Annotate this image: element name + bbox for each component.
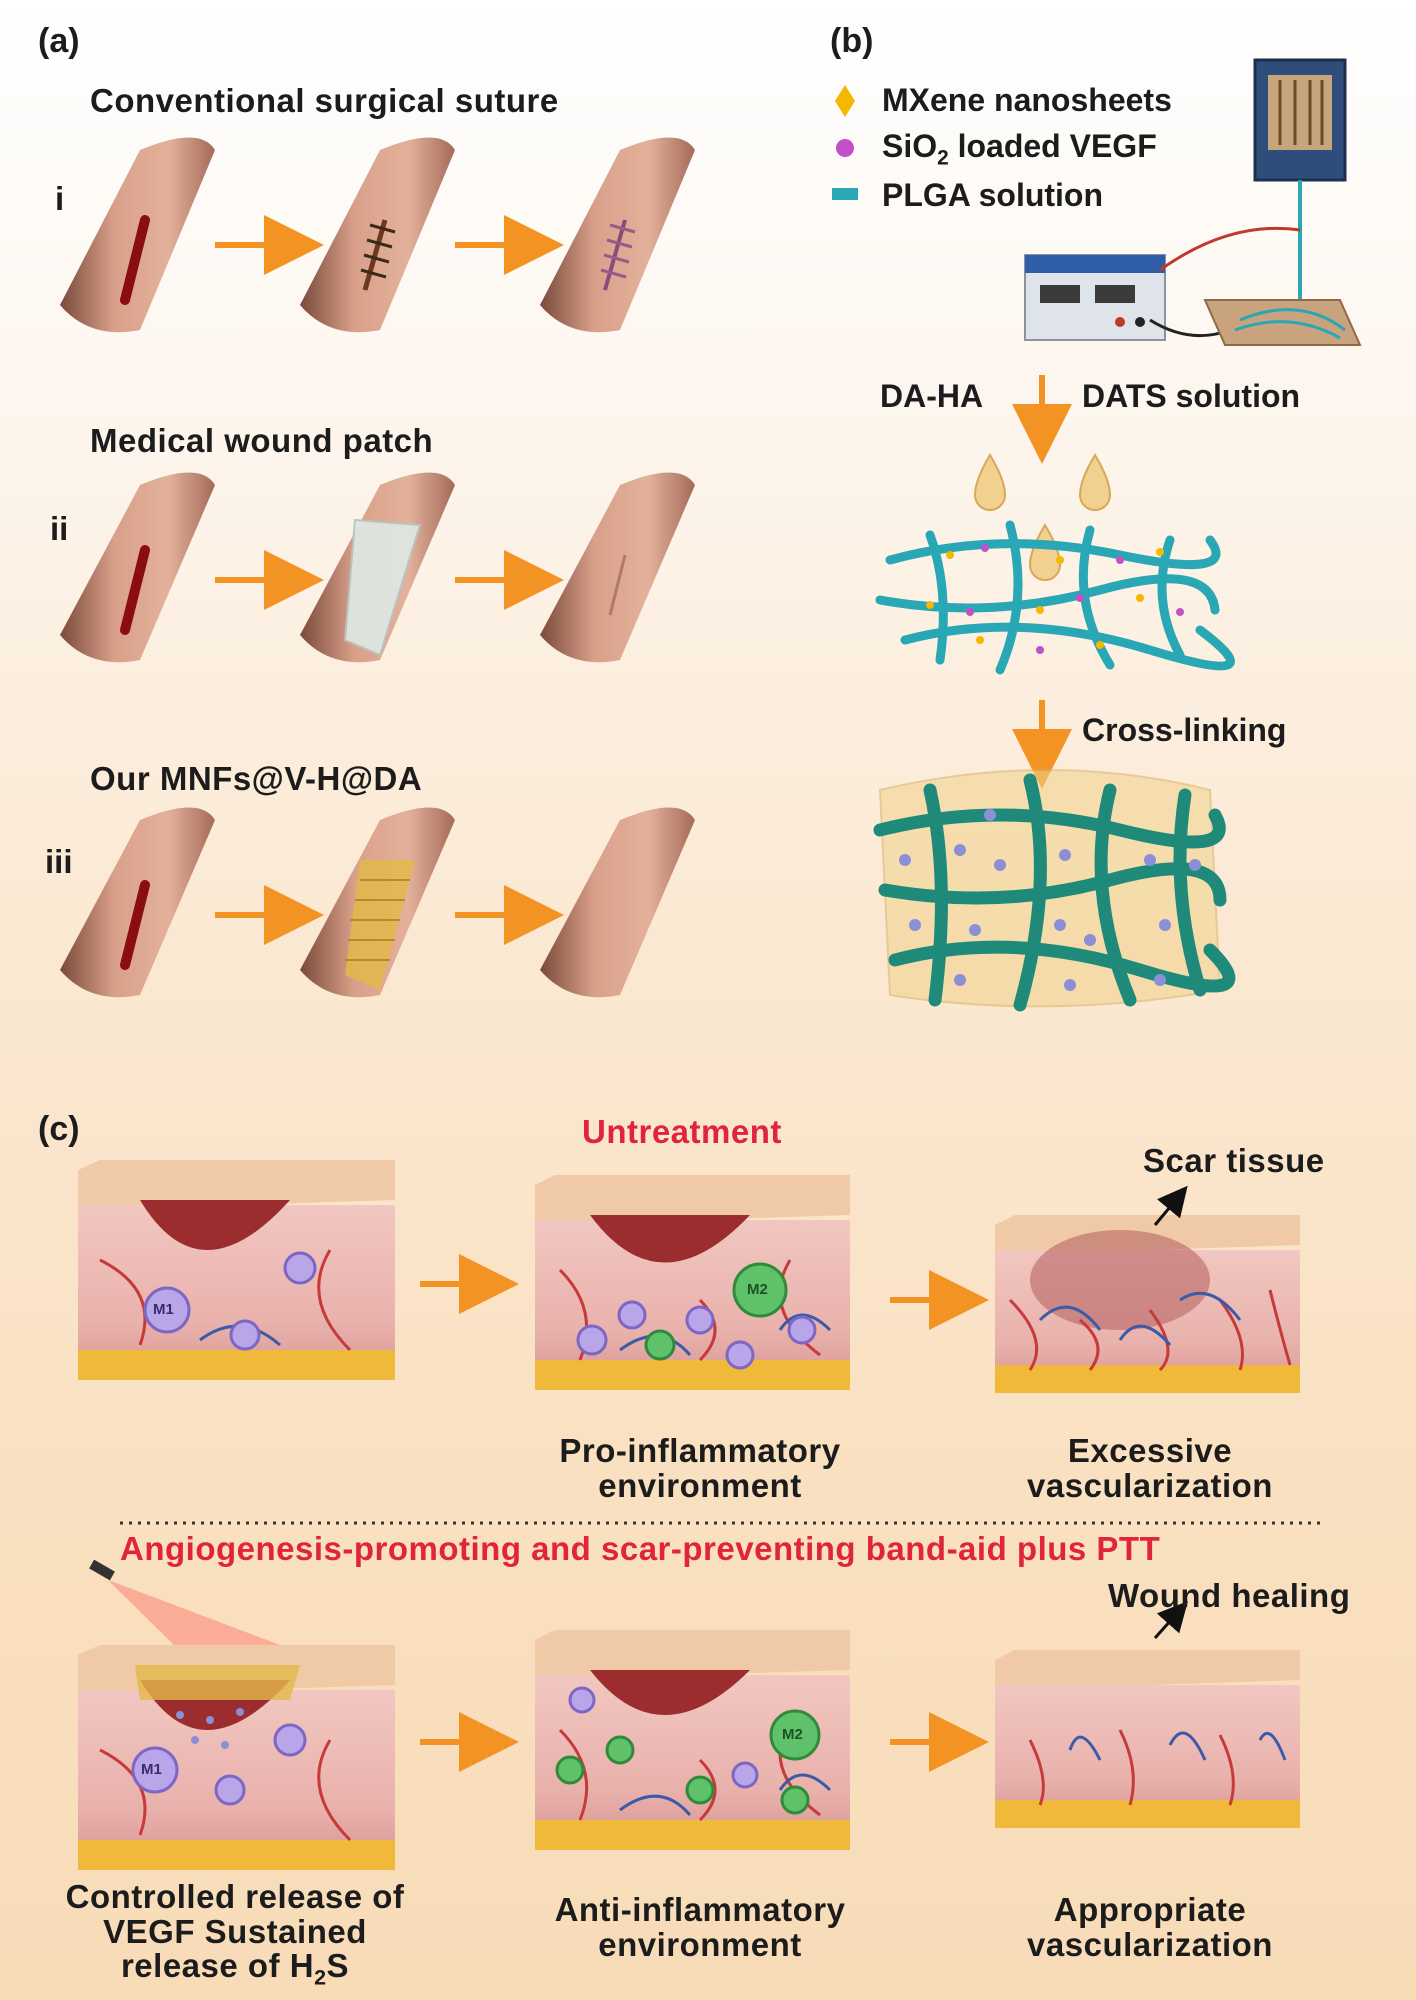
m1-label: M1 [153, 1301, 174, 1318]
row-2-roman: ii [50, 510, 69, 547]
m1-macrophage-icon [568, 1686, 596, 1714]
arm-healed-icon [540, 807, 695, 998]
wound-healing-pointer [1153, 1601, 1188, 1639]
m1-macrophage-icon [617, 1300, 647, 1330]
m1-macrophage-icon [685, 1305, 715, 1335]
caption-appropriate-vascularization: Appropriate vascularization [1027, 1891, 1273, 1963]
step-dats-solution: DATS solution [1082, 378, 1301, 414]
m1-macrophage-icon [731, 1761, 759, 1789]
scar-tissue-label: Scar tissue [1143, 1142, 1325, 1179]
legend-sio2-vegf: SiO2 loaded VEGF [882, 128, 1157, 170]
untreatment-title: Untreatment [582, 1113, 782, 1150]
m1-macrophage-icon [787, 1315, 817, 1345]
skin-block-scar [995, 1185, 1300, 1393]
m1-macrophage-icon [131, 1746, 179, 1794]
step-da-ha: DA-HA [880, 378, 984, 414]
nanofiber-network [875, 520, 1235, 675]
caption-controlled-release-pre: Controlled release of VEGF Sustained rel… [65, 1878, 405, 1985]
m2-macrophage-icon [644, 1329, 676, 1361]
skin-block-wound [78, 1160, 395, 1380]
red-wire [1159, 226, 1301, 272]
row-3-roman: iii [45, 843, 73, 880]
droplet-icon [973, 453, 1112, 581]
crosslinked-fibers [873, 773, 1236, 1012]
legend-mxene: MXene nanosheets [882, 82, 1172, 118]
arm-patch-icon [300, 472, 455, 663]
power-supply-icon [1024, 254, 1166, 341]
arm-scarred-icon [540, 137, 695, 333]
m1-macrophage-icon [143, 1286, 191, 1334]
m2-macrophage-icon [769, 1709, 821, 1761]
collector-plate-icon [1203, 299, 1362, 346]
caption-h2s-sub: 2 [314, 1965, 327, 1990]
m2-macrophage-icon [605, 1735, 635, 1765]
m1-label: M1 [141, 1761, 162, 1778]
panel-c-label: (c) [38, 1110, 80, 1148]
purple-nanoparticle-icon [836, 139, 854, 157]
arm-nanofiber-patch-icon [300, 807, 455, 998]
wound-healing-label: Wound healing [1108, 1577, 1351, 1614]
legend-sio2-sub: 2 [937, 146, 949, 170]
arm-healed-icon [540, 472, 695, 663]
syringe-pump-icon [1253, 58, 1347, 300]
m2-label: M2 [782, 1726, 803, 1743]
arm-wound-icon [60, 472, 215, 663]
panel-a-label: (a) [38, 22, 80, 60]
m2-macrophage-icon [555, 1755, 585, 1785]
teal-rectangle-icon [832, 188, 858, 200]
caption-anti-inflammatory: Anti-inflammatory environment [554, 1891, 846, 1963]
skin-block-inflamed [535, 1175, 850, 1390]
row-3-title: Our MNFs@V-H@DA [90, 760, 423, 797]
m1-macrophage-icon [273, 1723, 307, 1757]
caption-h2s-post: S [326, 1947, 350, 1985]
skin-block-healed [995, 1650, 1300, 1828]
mxene-dots [926, 548, 1164, 649]
m2-macrophage-icon [732, 1262, 788, 1318]
skin-block-anti-inflammatory [535, 1630, 850, 1850]
legend-sio2-pre: SiO [882, 128, 938, 164]
caption-pro-inflammatory: Pro-inflammatory environment [559, 1432, 841, 1504]
caption-controlled-release: Controlled release of VEGF Sustained rel… [45, 1878, 425, 1990]
vegf-dots [966, 544, 1184, 654]
step-cross-linking: Cross-linking [1082, 712, 1287, 748]
m2-label: M2 [747, 1281, 768, 1298]
m1-macrophage-icon [725, 1340, 755, 1370]
row-1-roman: i [55, 180, 65, 217]
legend-plga: PLGA solution [882, 177, 1104, 213]
h2s-particles [899, 809, 1201, 991]
m1-macrophage-icon [229, 1319, 261, 1351]
legend-sio2-post: loaded VEGF [948, 128, 1157, 164]
skin-block-treated [78, 1645, 395, 1870]
panel-b-label: (b) [830, 22, 874, 60]
yellow-diamond-icon [835, 85, 855, 117]
m2-macrophage-icon [780, 1785, 810, 1815]
m1-macrophage-icon [214, 1774, 246, 1806]
m1-macrophage-icon [283, 1251, 317, 1285]
arm-sutured-icon [300, 137, 455, 333]
arm-wound-icon [60, 807, 215, 998]
m2-macrophage-icon [685, 1775, 715, 1805]
m1-macrophage-icon [576, 1324, 608, 1356]
row-1-title: Conventional surgical suture [90, 82, 559, 119]
caption-excessive-vascularization: Excessive vascularization [1027, 1432, 1273, 1504]
arm-wound-icon [60, 137, 215, 333]
row-2-title: Medical wound patch [90, 422, 434, 459]
bottom-title: Angiogenesis-promoting and scar-preventi… [120, 1530, 1161, 1567]
